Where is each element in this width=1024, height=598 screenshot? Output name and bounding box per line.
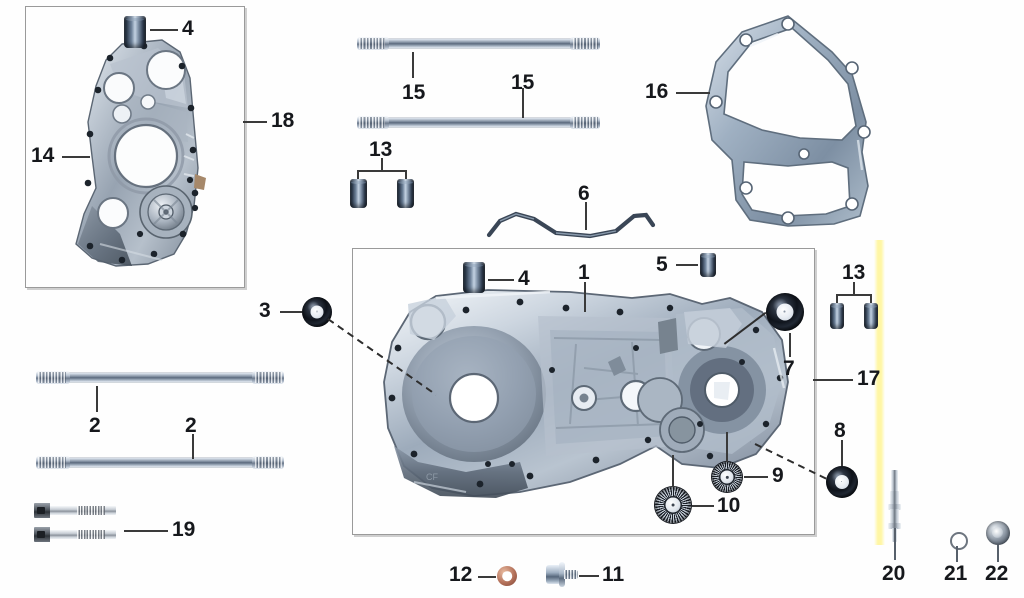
callout-14: 14: [31, 144, 55, 167]
oil-seal-7: [766, 293, 804, 331]
leader-15-upper: [412, 52, 414, 78]
oil-seal-8: [826, 466, 858, 498]
callout-7: 7: [783, 357, 795, 380]
leader-15-lower: [522, 88, 524, 118]
leader-13-upper-right: [405, 170, 407, 179]
callout-22: 22: [985, 562, 1009, 585]
threaded-collar-22: [986, 521, 1010, 545]
stud-bolt-15-lower: [357, 116, 600, 129]
dowel-pin-13-upper-b: [397, 179, 414, 208]
crankcase-gasket-image: [692, 10, 874, 228]
dowel-pin-4-case: [463, 262, 485, 293]
leader-5: [676, 264, 698, 266]
leader-4-case: [488, 279, 514, 281]
leader-4-top: [150, 29, 178, 31]
callout-15-upper: 15: [402, 81, 426, 104]
leader-8: [841, 440, 843, 466]
leader-20: [894, 528, 896, 560]
leader-1: [584, 282, 586, 312]
ball-bearing-9: [712, 462, 742, 492]
group-box-17: [352, 248, 815, 535]
callout-6: 6: [578, 182, 590, 205]
group-box-18: [25, 6, 245, 288]
callout-4-case: 4: [518, 267, 530, 290]
callout-1: 1: [578, 261, 590, 284]
dowel-pin-13-right-a: [830, 303, 844, 329]
crankcase-right-image: CF: [370, 278, 800, 518]
callout-4-top: 4: [182, 17, 194, 40]
crankcase-cover-image: [62, 38, 220, 270]
cap-screw-19-b: [34, 527, 116, 542]
oil-seal-3: [302, 297, 332, 327]
callout-5: 5: [656, 253, 668, 276]
callout-21: 21: [944, 562, 968, 585]
leader-22: [997, 545, 999, 562]
leader-7: [789, 333, 791, 357]
callout-11: 11: [602, 563, 625, 586]
callout-18: 18: [271, 109, 295, 132]
stud-bolt-2-lower: [36, 456, 284, 469]
leader-9-stem: [726, 432, 728, 462]
leader-11: [579, 575, 599, 577]
callout-13-upper: 13: [369, 138, 393, 161]
callout-15-lower: 15: [511, 71, 535, 94]
leader-10: [692, 505, 714, 507]
leader-9: [744, 476, 768, 478]
leader-13-upper-left: [357, 170, 359, 179]
callout-8: 8: [834, 419, 846, 442]
callout-10: 10: [717, 494, 741, 517]
callout-19: 19: [172, 518, 196, 541]
leader-12: [478, 576, 496, 578]
leader-13-right-right: [870, 294, 872, 303]
callout-20: 20: [882, 562, 906, 585]
leader-21: [956, 546, 958, 562]
highlight-stripe: [874, 240, 885, 545]
callout-3: 3: [259, 299, 271, 322]
leader-13-upper-stem: [381, 158, 383, 171]
copper-washer-12: [497, 566, 517, 586]
leader-14: [62, 156, 90, 158]
dowel-pin-13-right-b: [864, 303, 878, 329]
leader-19: [124, 530, 168, 532]
leader-17: [813, 379, 853, 381]
callout-2-lower: 2: [185, 414, 197, 437]
leader-16: [676, 92, 710, 94]
callout-12: 12: [449, 563, 473, 586]
stud-bolt-2-upper: [36, 371, 284, 384]
leader-13-upper-bracket: [357, 170, 407, 172]
cap-screw-19-a: [34, 503, 116, 518]
stud-bolt-15-upper: [357, 37, 600, 50]
leader-10-stem: [672, 455, 674, 487]
leader-13-right-stem: [853, 282, 855, 294]
callout-13-right: 13: [842, 261, 866, 284]
callout-17: 17: [857, 367, 881, 390]
callout-2-upper: 2: [89, 414, 101, 437]
dowel-pin-13-upper-a: [350, 179, 367, 208]
svg-text:CF: CF: [426, 472, 438, 482]
leader-13-right-bracket: [836, 294, 872, 296]
leader-3: [280, 311, 302, 313]
breather-wire-6: [486, 205, 656, 241]
flange-bolt-11: [546, 561, 578, 588]
leader-13-right-left: [836, 294, 838, 303]
callout-9: 9: [772, 464, 784, 487]
leader-2-upper: [96, 386, 98, 412]
ball-bearing-10: [655, 487, 691, 523]
ring-washer-21: [950, 532, 968, 550]
dowel-pin-5: [700, 253, 716, 277]
callout-16: 16: [645, 80, 669, 103]
leader-6: [585, 202, 587, 230]
leader-2-lower: [192, 434, 194, 459]
dowel-pin-4-top: [124, 16, 146, 48]
leader-18: [243, 121, 267, 123]
